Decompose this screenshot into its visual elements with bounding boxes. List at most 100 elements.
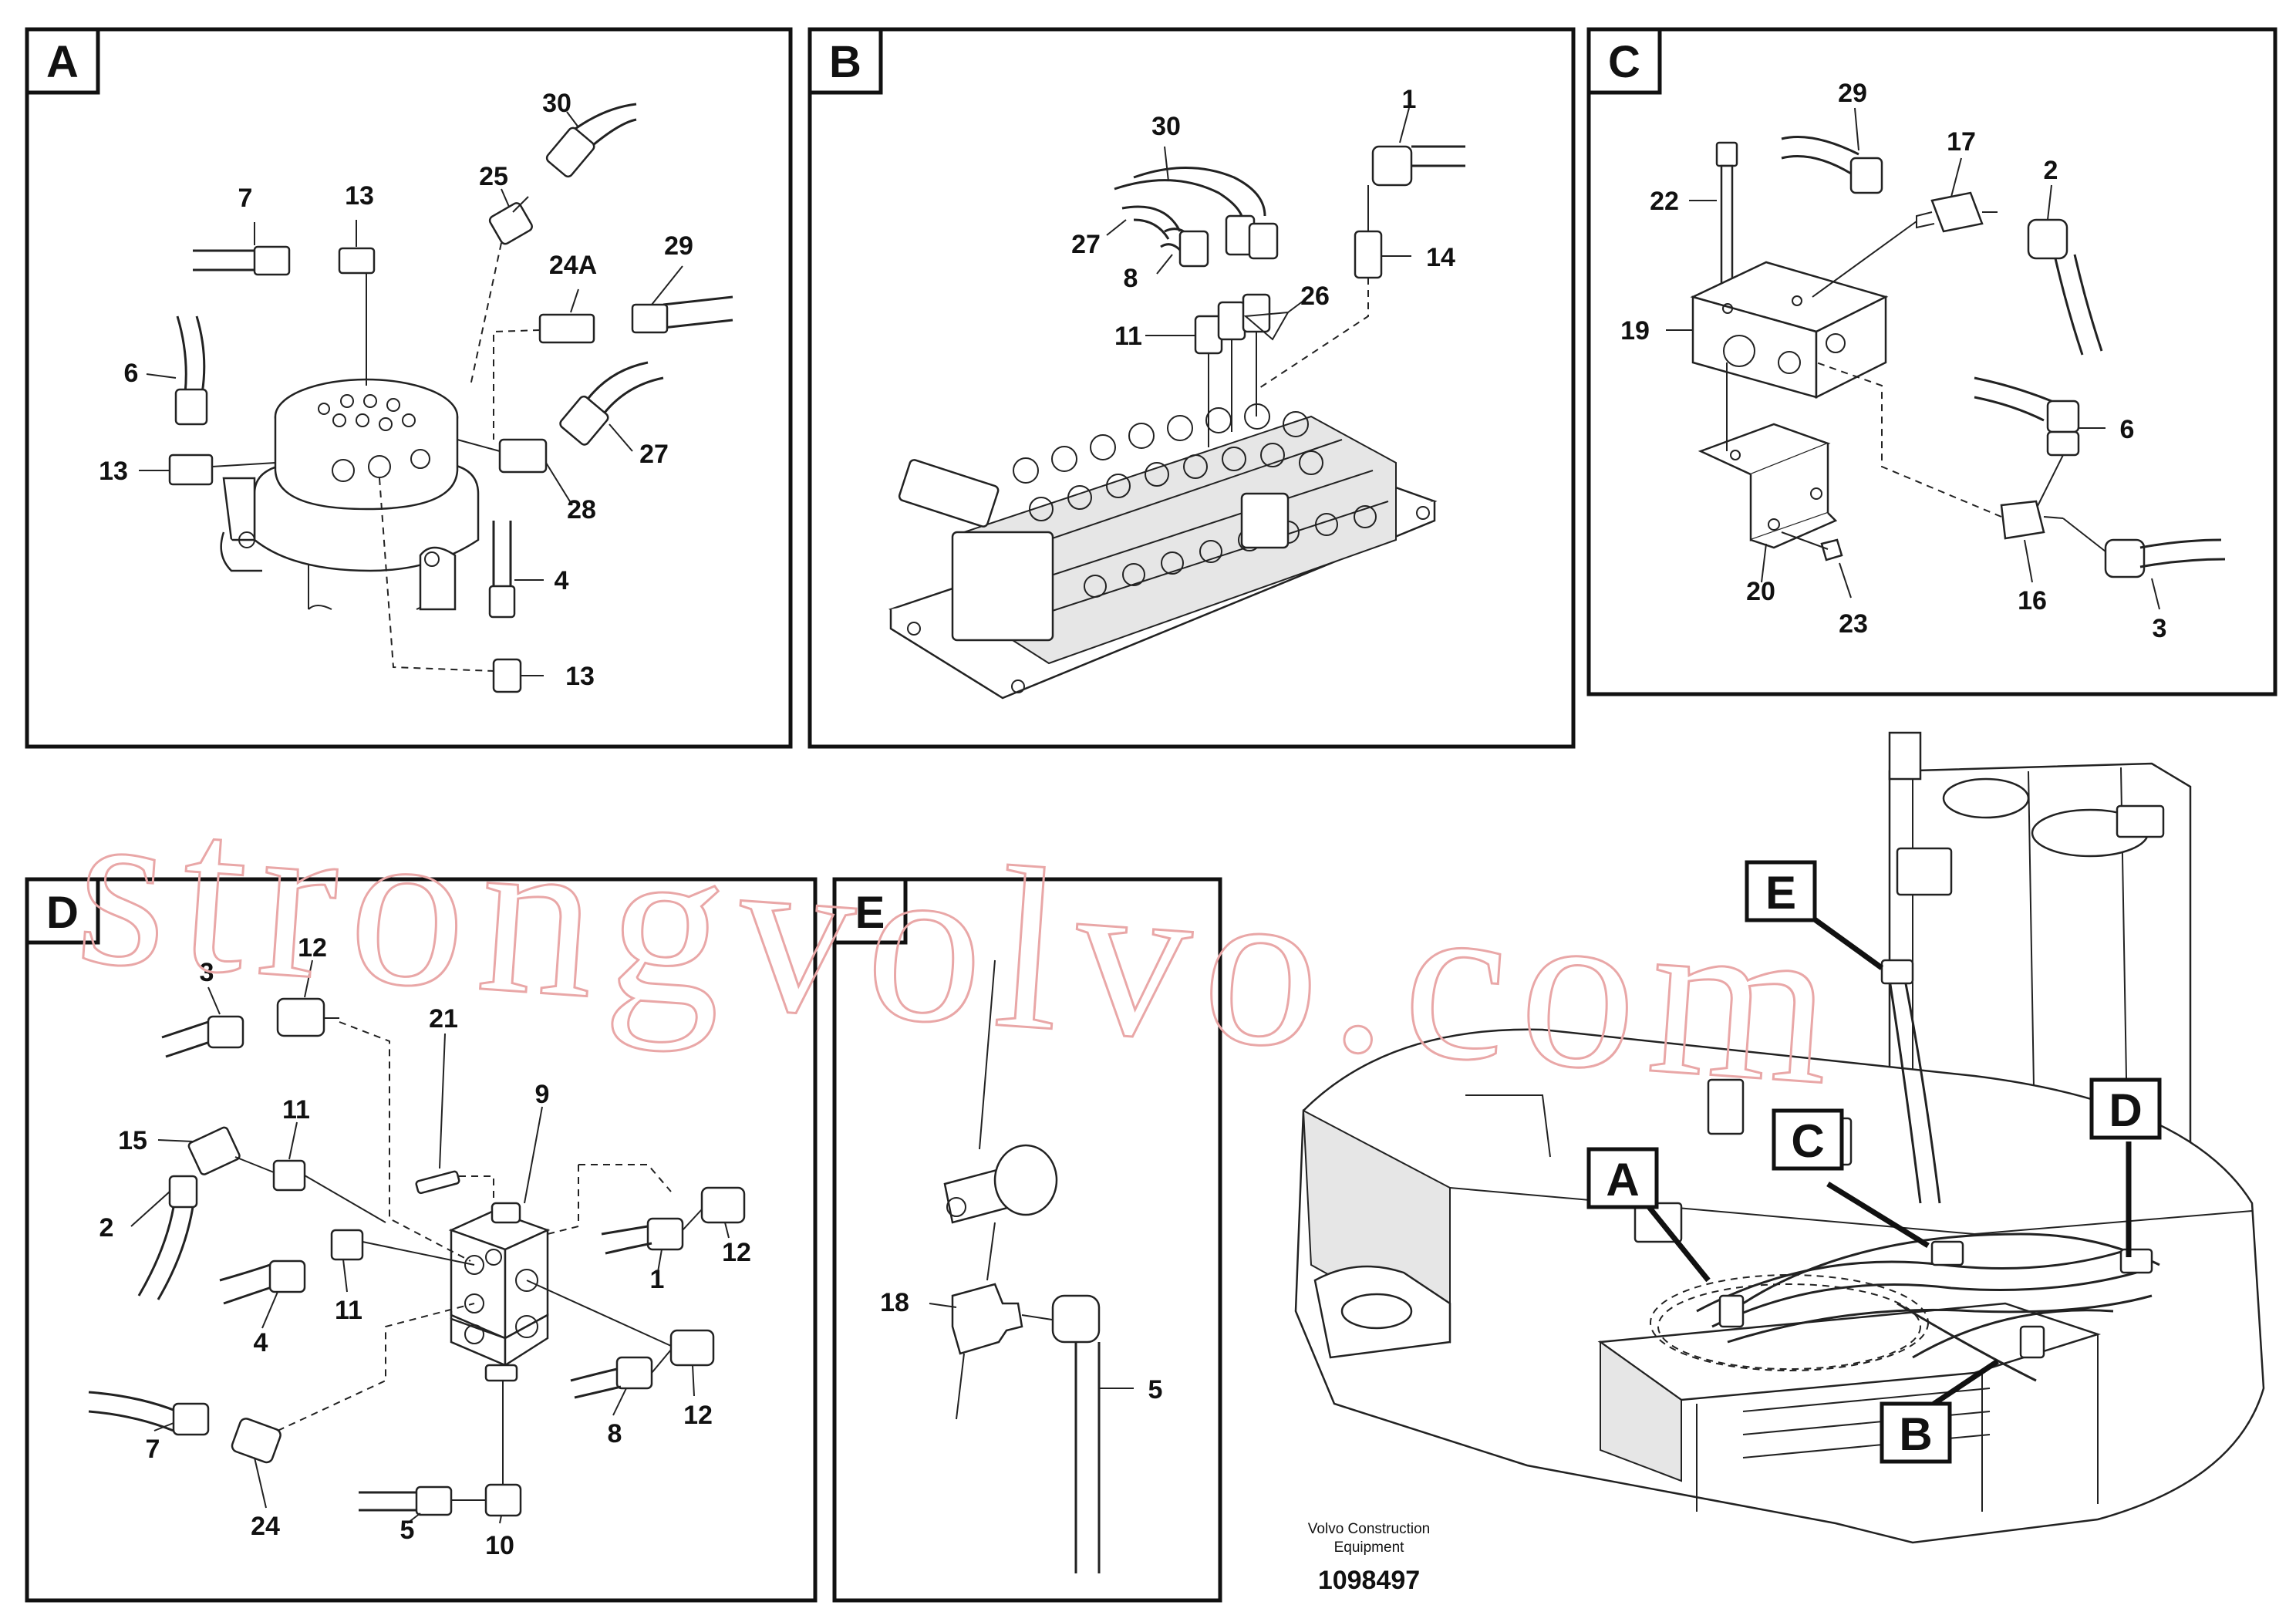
callout-d-box [2089, 1077, 2162, 1140]
hose-6-c-fitting [2046, 400, 2080, 433]
bracket-20 [1698, 423, 1838, 549]
callout-e-box [1745, 860, 1817, 922]
callout-b-letter: B [1899, 1408, 1932, 1460]
callout-a-box [1586, 1147, 1659, 1209]
label-13-bottom: 13 [565, 662, 595, 691]
hose-8-d [570, 1367, 622, 1399]
label-11-b: 11 [1114, 322, 1142, 351]
hose-2-d [137, 1206, 194, 1300]
hose-6 [176, 315, 206, 394]
panel-e-frame [832, 877, 1222, 1603]
label-12-bottom: 12 [683, 1401, 713, 1430]
hose-4-fitting [488, 585, 516, 619]
callout-b-box [1880, 1401, 1952, 1464]
hose-3-d [161, 1020, 213, 1058]
panel-a: A [25, 27, 793, 749]
elbow-13-left [168, 454, 214, 486]
label-29-c: 29 [1838, 79, 1867, 108]
label-23: 23 [1839, 609, 1868, 639]
adapter-13-bottom [492, 658, 522, 693]
label-24: 24 [251, 1512, 280, 1541]
label-8-d: 8 [608, 1419, 622, 1448]
hose-5-e [1074, 1342, 1101, 1573]
fitting-8 [1178, 230, 1209, 268]
hose-6-fitting [174, 388, 208, 426]
label-13-left: 13 [99, 457, 128, 486]
panel-d: D [25, 877, 818, 1603]
label-4-d: 4 [254, 1328, 268, 1357]
footer-company-line1: Volvo Construction [1308, 1521, 1430, 1537]
hose-7-d-fitting [172, 1402, 210, 1436]
footer-drawing-number: 1098497 [1318, 1566, 1420, 1595]
label-24a: 24A [549, 251, 597, 280]
panel-a-frame [25, 27, 793, 749]
panel-a-letter: A [46, 37, 79, 87]
hose-29-c-fitting [1849, 157, 1883, 194]
label-8-b: 8 [1124, 264, 1138, 293]
fitting-15 [187, 1126, 241, 1175]
bolt-22-head [1715, 141, 1738, 167]
label-11-top: 11 [282, 1095, 310, 1125]
hose-4 [492, 521, 512, 586]
label-16: 16 [2018, 586, 2047, 615]
hose-27-fitting [559, 395, 609, 446]
label-15: 15 [118, 1126, 147, 1155]
elbow-13-top [338, 247, 376, 275]
label-13-top: 13 [345, 181, 374, 211]
label-28: 28 [567, 495, 596, 524]
panel-c-tag [1586, 27, 1662, 95]
label-4: 4 [555, 566, 569, 595]
elbow-12-mid [700, 1186, 746, 1224]
hose-6-c [1974, 376, 2052, 422]
tee-16 [2000, 500, 2045, 540]
label-3-d: 3 [200, 958, 214, 987]
screw-21 [415, 1170, 460, 1195]
swivel-block-drawing [220, 378, 480, 611]
hose-3-d-fitting [207, 1015, 244, 1049]
callout-c-leader [1826, 1182, 1930, 1248]
panel-b-letter: B [829, 37, 861, 87]
hose-line-e [979, 959, 996, 1150]
adapter-24a [538, 313, 595, 344]
hose-7 [193, 249, 255, 271]
callout-c-letter: C [1791, 1115, 1824, 1167]
callout-b-leader [1927, 1359, 1999, 1410]
label-12-mid: 12 [722, 1238, 751, 1267]
hose-1-b [1411, 145, 1465, 167]
label-7-d: 7 [146, 1435, 160, 1464]
label-17: 17 [1947, 127, 1976, 157]
adapter-11-bottom [330, 1229, 364, 1261]
hose-2 [2054, 254, 2103, 356]
label-14: 14 [1426, 243, 1455, 272]
label-5-d: 5 [400, 1516, 415, 1545]
label-21: 21 [429, 1004, 458, 1034]
label-6-c: 6 [2120, 415, 2135, 444]
tee-18 [951, 1283, 1023, 1355]
tee-17 [1930, 191, 1984, 233]
label-1-b: 1 [1402, 85, 1417, 114]
hose-1-d-fitting [646, 1217, 684, 1251]
adapter-10 [484, 1483, 522, 1517]
callout-e-leader [1810, 916, 1884, 970]
hose-5-d-fitting [415, 1485, 453, 1516]
control-valve-drawing [888, 403, 1438, 700]
hose-4-d [219, 1263, 275, 1305]
machine-overview: E A C D B [1294, 731, 2265, 1544]
adapter-6-c [2046, 430, 2080, 457]
panel-d-frame [25, 877, 818, 1603]
adapter-25 [488, 202, 533, 245]
panel-d-tag [25, 877, 100, 945]
label-5-e: 5 [1148, 1375, 1163, 1404]
label-11-bottom: 11 [335, 1296, 362, 1325]
panel-d-letter: D [46, 888, 79, 938]
label-1-d: 1 [650, 1265, 665, 1294]
block-19 [1690, 261, 1889, 400]
adapter-26a [1217, 301, 1246, 341]
hose-7-d [88, 1391, 178, 1432]
elbow-3-c [2104, 538, 2146, 578]
callout-c-box [1772, 1108, 1844, 1171]
elbow-24 [231, 1418, 282, 1464]
callout-e-letter: E [1765, 867, 1796, 919]
label-18: 18 [880, 1288, 909, 1317]
label-29: 29 [664, 231, 693, 261]
